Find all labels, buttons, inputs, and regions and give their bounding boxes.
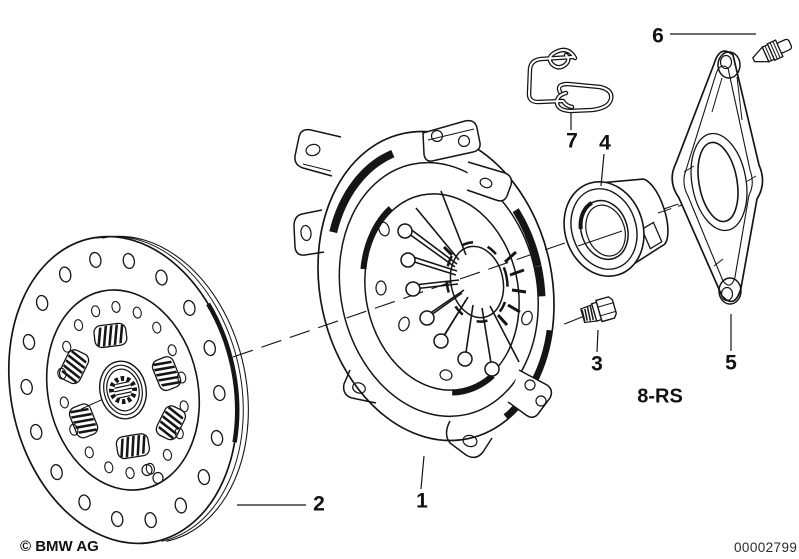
release-bearing-drawing: [563, 178, 669, 278]
document-number: 00002799: [734, 540, 798, 555]
callout-label-5: 5: [725, 351, 737, 375]
callout-label-1: 1: [416, 489, 428, 513]
splined-hub: [80, 360, 147, 420]
pivot-pin-drawing: [752, 38, 793, 63]
release-lever-drawing: [671, 50, 764, 305]
copyright-notice: © BMW AG: [20, 538, 99, 555]
clutch-disc-drawing: [6, 234, 249, 546]
callout-label-2: 2: [313, 492, 325, 516]
callout-label-6: 6: [652, 24, 664, 48]
spring-clip-drawing: [526, 47, 614, 114]
variant-code-label: 8-RS: [637, 385, 683, 408]
bolt-drawing: [564, 296, 618, 325]
callout-label-3: 3: [591, 352, 603, 376]
callout-label-4: 4: [599, 131, 611, 155]
leader-lines: [237, 33, 756, 506]
diaphragm-fingers: [404, 190, 520, 370]
cover-mounting-tabs: [293, 119, 553, 459]
callout-label-7: 7: [566, 129, 578, 153]
pressure-plate-drawing: [293, 119, 555, 459]
torsion-springs: [58, 322, 187, 460]
